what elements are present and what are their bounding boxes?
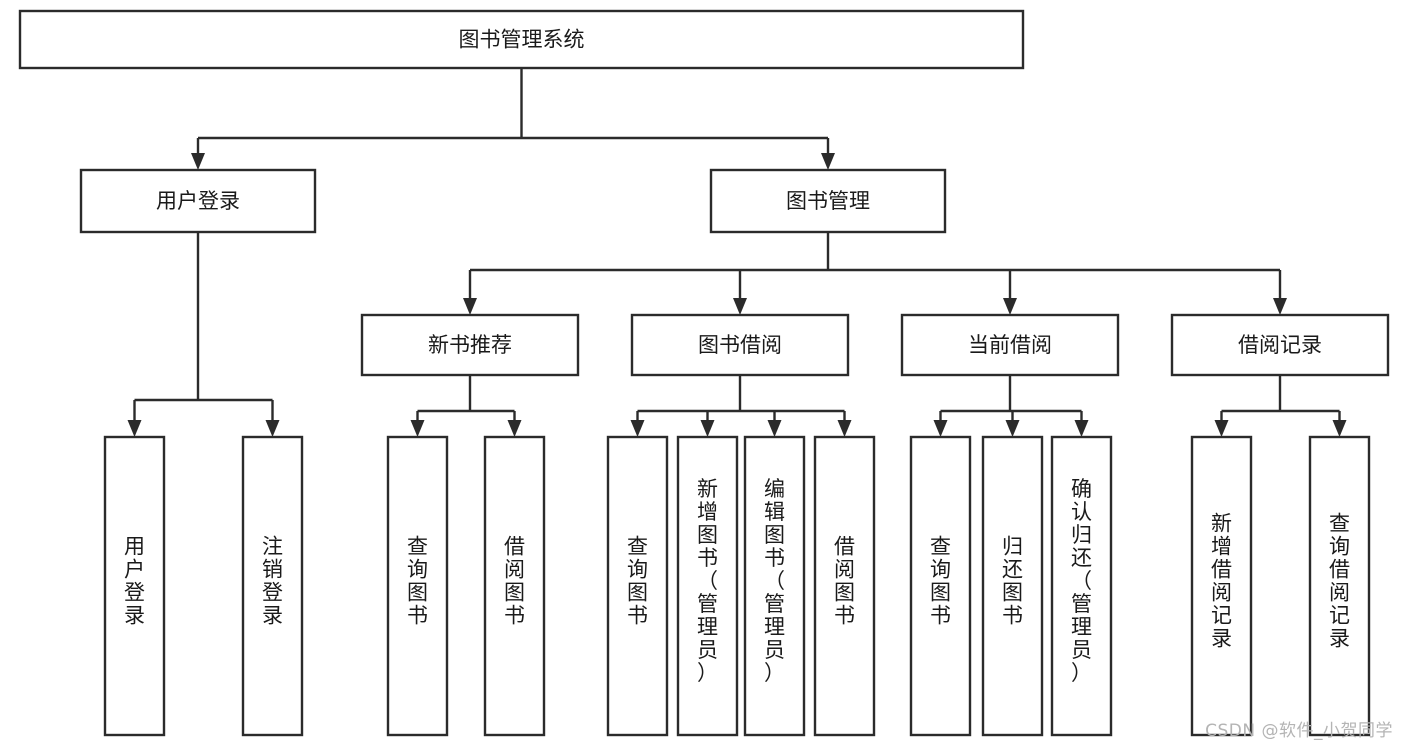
arrow-head-icon bbox=[700, 420, 715, 437]
node-box-cb-confirm-return bbox=[1050, 435, 1113, 737]
node-label-nbr-query-book: 查询图书 bbox=[407, 535, 428, 628]
arrow-head-icon bbox=[630, 420, 645, 437]
node-box-br-query-record bbox=[1308, 435, 1371, 737]
node-label-leaf-user-login: 用户登录 bbox=[124, 535, 145, 628]
arrow-head-icon bbox=[191, 153, 205, 170]
node-label-nbr-borrow-book: 借阅图书 bbox=[504, 535, 525, 628]
node-box-leaf-user-login bbox=[103, 435, 166, 737]
arrow-head-icon bbox=[1003, 298, 1017, 315]
node-box-bb-query-book bbox=[606, 435, 669, 737]
node-leaf-logout-login[interactable]: 注销登录 bbox=[241, 435, 304, 737]
arrow-head-icon bbox=[933, 420, 948, 437]
arrow-head-icon bbox=[410, 420, 425, 437]
node-book-borrow[interactable]: 图书借阅 bbox=[630, 313, 850, 377]
node-box-bb-edit-book bbox=[743, 435, 806, 737]
arrow-head-icon bbox=[1214, 420, 1229, 437]
node-bb-add-book[interactable]: 新增图书（管理员） bbox=[676, 435, 739, 737]
node-current-borrow[interactable]: 当前借阅 bbox=[900, 313, 1120, 377]
node-label-book-management: 图书管理 bbox=[786, 189, 870, 213]
node-br-add-record[interactable]: 新增借阅记录 bbox=[1190, 435, 1253, 737]
csdn-watermark: CSDN @软件_小贺同学 bbox=[1205, 721, 1393, 741]
node-box-root bbox=[18, 9, 1025, 70]
node-label-root: 图书管理系统 bbox=[459, 28, 585, 52]
arrow-head-icon bbox=[821, 153, 835, 170]
node-box-bb-borrow-book bbox=[813, 435, 876, 737]
node-box-current-borrow bbox=[900, 313, 1120, 377]
node-box-book-borrow bbox=[630, 313, 850, 377]
node-br-query-record[interactable]: 查询借阅记录 bbox=[1308, 435, 1371, 737]
node-label-bb-add-book: 新增图书（管理员） bbox=[697, 477, 718, 685]
nodes-layer: 图书管理系统用户登录用户登录注销登录图书管理新书推荐查询图书借阅图书图书借阅查询… bbox=[18, 9, 1390, 737]
node-box-cb-query-book bbox=[909, 435, 972, 737]
node-cb-confirm-return[interactable]: 确认归还（管理员） bbox=[1050, 435, 1113, 737]
node-bb-edit-book[interactable]: 编辑图书（管理员） bbox=[743, 435, 806, 737]
node-label-br-add-record: 新增借阅记录 bbox=[1211, 512, 1232, 651]
node-label-bb-query-book: 查询图书 bbox=[627, 535, 648, 628]
node-bb-borrow-book[interactable]: 借阅图书 bbox=[813, 435, 876, 737]
node-label-book-borrow: 图书借阅 bbox=[698, 333, 782, 357]
node-cb-query-book[interactable]: 查询图书 bbox=[909, 435, 972, 737]
node-box-user-login bbox=[79, 168, 317, 234]
node-box-new-book-recommend bbox=[360, 313, 580, 377]
node-box-borrow-record bbox=[1170, 313, 1390, 377]
node-label-new-book-recommend: 新书推荐 bbox=[428, 333, 512, 357]
node-nbr-borrow-book[interactable]: 借阅图书 bbox=[483, 435, 546, 737]
node-label-bb-edit-book: 编辑图书（管理员） bbox=[764, 477, 785, 685]
node-user-login[interactable]: 用户登录 bbox=[79, 168, 317, 234]
arrow-head-icon bbox=[463, 298, 477, 315]
node-box-book-management bbox=[709, 168, 947, 234]
node-label-cb-query-book: 查询图书 bbox=[930, 535, 951, 628]
arrow-head-icon bbox=[265, 420, 280, 437]
node-label-leaf-logout-login: 注销登录 bbox=[262, 535, 283, 628]
node-new-book-recommend[interactable]: 新书推荐 bbox=[360, 313, 580, 377]
node-nbr-query-book[interactable]: 查询图书 bbox=[386, 435, 449, 737]
node-label-cb-return-book: 归还图书 bbox=[1002, 535, 1023, 628]
node-box-nbr-query-book bbox=[386, 435, 449, 737]
node-borrow-record[interactable]: 借阅记录 bbox=[1170, 313, 1390, 377]
node-leaf-user-login[interactable]: 用户登录 bbox=[103, 435, 166, 737]
node-label-user-login: 用户登录 bbox=[156, 189, 240, 213]
arrow-head-icon bbox=[837, 420, 852, 437]
node-label-br-query-record: 查询借阅记录 bbox=[1329, 512, 1350, 651]
arrow-head-icon bbox=[767, 420, 782, 437]
node-box-cb-return-book bbox=[981, 435, 1044, 737]
node-cb-return-book[interactable]: 归还图书 bbox=[981, 435, 1044, 737]
node-box-bb-add-book bbox=[676, 435, 739, 737]
node-bb-query-book[interactable]: 查询图书 bbox=[606, 435, 669, 737]
arrow-head-icon bbox=[1074, 420, 1089, 437]
node-label-bb-borrow-book: 借阅图书 bbox=[834, 535, 855, 628]
node-root[interactable]: 图书管理系统 bbox=[18, 9, 1025, 70]
arrow-head-icon bbox=[1273, 298, 1287, 315]
node-label-cb-confirm-return: 确认归还（管理员） bbox=[1071, 477, 1092, 685]
node-label-borrow-record: 借阅记录 bbox=[1238, 333, 1322, 357]
node-label-current-borrow: 当前借阅 bbox=[968, 333, 1052, 357]
node-box-br-add-record bbox=[1190, 435, 1253, 737]
arrow-head-icon bbox=[733, 298, 747, 315]
node-box-nbr-borrow-book bbox=[483, 435, 546, 737]
connectors-layer bbox=[127, 68, 1347, 437]
node-box-leaf-logout-login bbox=[241, 435, 304, 737]
arrow-head-icon bbox=[127, 420, 142, 437]
arrow-head-icon bbox=[507, 420, 522, 437]
arrow-head-icon bbox=[1005, 420, 1020, 437]
node-book-management[interactable]: 图书管理 bbox=[709, 168, 947, 234]
arrow-head-icon bbox=[1332, 420, 1347, 437]
